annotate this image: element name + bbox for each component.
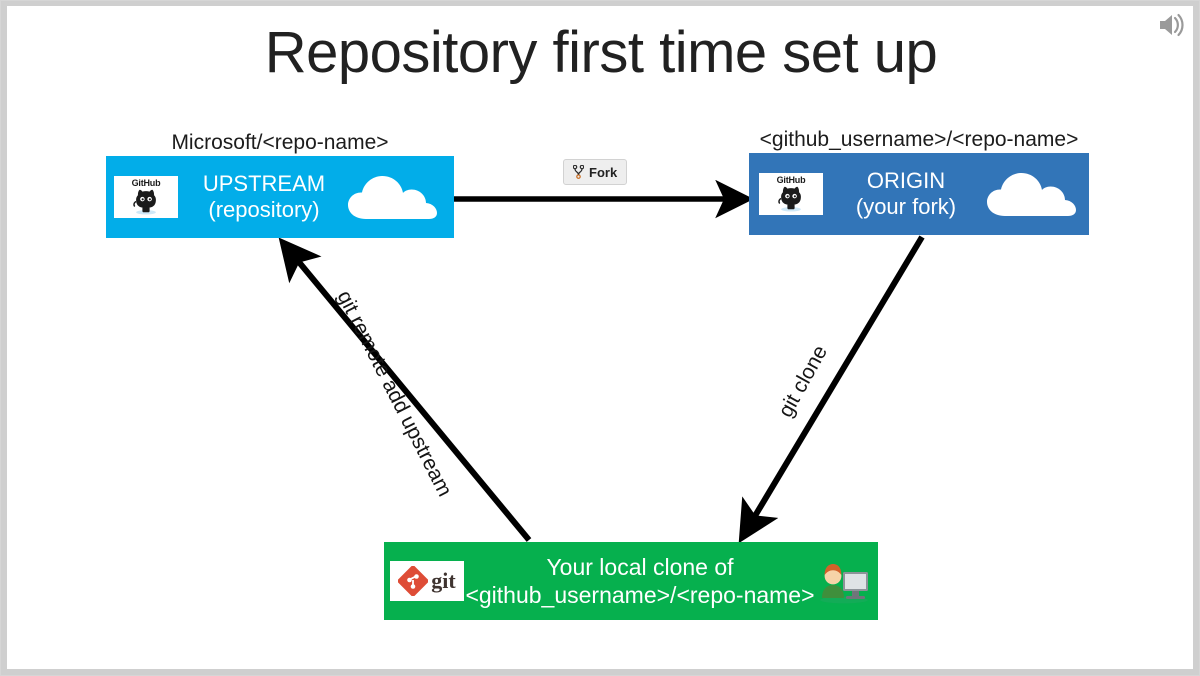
arrow-git-clone xyxy=(738,235,925,544)
upstream-title: UPSTREAM xyxy=(202,171,326,196)
origin-node[interactable]: GitHub ORIGIN (your fork) xyxy=(749,153,1089,235)
page-title: Repository first time set up xyxy=(264,20,938,85)
origin-caption: <github_username>/<repo-name> xyxy=(759,128,1079,151)
github-octocat-icon xyxy=(778,186,801,212)
local-clone-label: Your local clone of <github_username>/<r… xyxy=(464,553,816,609)
slide-border-top xyxy=(1,1,1199,6)
upstream-label: UPSTREAM (repository) xyxy=(178,171,344,223)
github-wordmark: GitHub xyxy=(776,175,806,185)
upstream-caption: Microsoft/<repo-name> xyxy=(171,131,389,154)
git-clone-label: git clone xyxy=(774,341,833,422)
local-clone-line2: <github_username>/<repo-name> xyxy=(465,582,815,608)
origin-title: ORIGIN xyxy=(866,168,946,193)
person-at-computer-icon xyxy=(820,564,868,604)
upstream-node[interactable]: GitHub UPSTREAM (repository) xyxy=(106,156,454,238)
github-wordmark: GitHub xyxy=(131,178,161,188)
upstream-subtitle: (repository) xyxy=(208,197,320,222)
slide-border-left xyxy=(1,1,7,675)
cloud-icon xyxy=(987,173,1076,216)
repo-forked-icon xyxy=(573,165,584,179)
origin-subtitle: (your fork) xyxy=(855,194,957,219)
git-diamond-icon xyxy=(398,566,429,596)
fork-button-label: Fork xyxy=(589,164,618,180)
github-logo: GitHub xyxy=(759,173,823,215)
origin-label: ORIGIN (your fork) xyxy=(823,168,983,220)
slide-border-bottom xyxy=(1,669,1199,675)
fork-button[interactable]: Fork xyxy=(563,159,628,185)
github-logo: GitHub xyxy=(114,176,178,218)
git-remote-add-upstream-label: git remote add upstream xyxy=(332,287,457,501)
local-clone-node[interactable]: git Your local clone of <github_username… xyxy=(384,542,878,620)
slide-border-right xyxy=(1193,1,1199,675)
git-logo: git xyxy=(390,561,464,601)
cloud-icon xyxy=(348,176,437,219)
git-wordmark: git xyxy=(431,568,456,593)
github-octocat-icon xyxy=(133,189,156,215)
speaker-icon[interactable] xyxy=(1155,9,1189,41)
local-clone-line1: Your local clone of xyxy=(546,554,734,580)
